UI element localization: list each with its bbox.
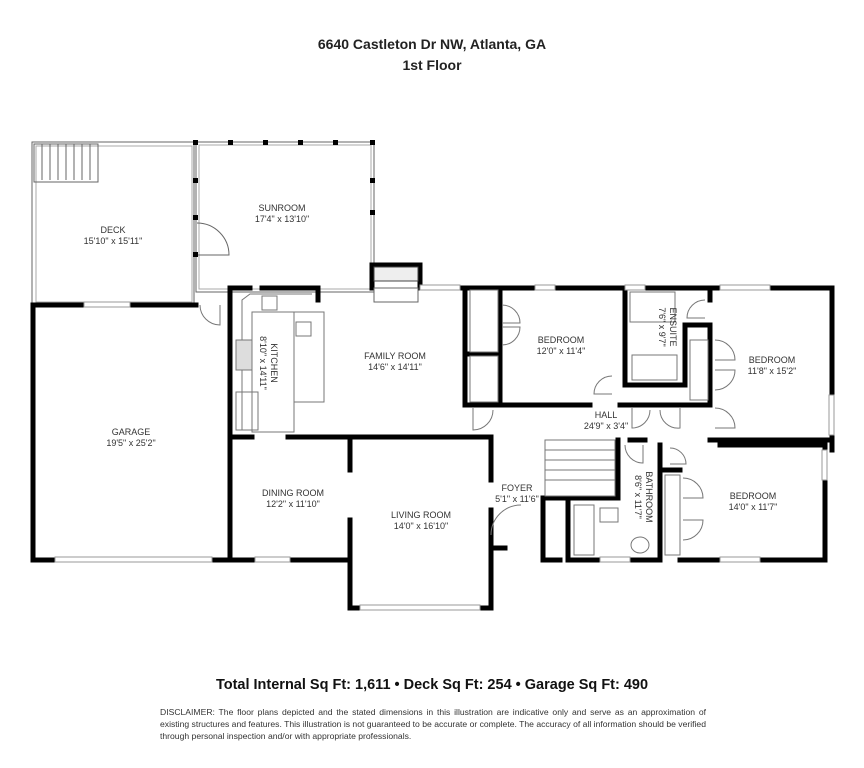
deck-stairs [33,143,99,183]
room-name: FOYER [501,483,533,493]
room-name: BATHROOM [644,471,654,523]
room-dims: 14'6" x 14'11" [368,362,422,372]
room-name: DECK [100,225,126,235]
room-name: BEDROOM [729,491,777,501]
kitchen-fixtures [235,293,325,433]
room-label-hall: HALL 24'9" x 3'4" [584,410,628,432]
room-name: FAMILY ROOM [364,351,426,361]
room-dims: 7'6" x 9'7" [657,307,667,347]
room-dims: 8'10" x 14'11" [258,336,268,390]
exterior-walls [30,262,835,611]
room-dims: 12'2" x 11'10" [266,499,320,509]
plan-title-floor: 1st Floor [402,57,462,73]
room-name: BEDROOM [748,355,796,365]
room-dims: 5'1" x 11'6" [495,494,539,504]
doors-and-closets [199,289,736,556]
room-label-sunroom: SUNROOM 17'4" x 13'10" [255,203,309,225]
room-dims: 24'9" x 3'4" [583,421,629,431]
room-dims: 12'0" x 11'4" [536,346,586,356]
room-label-bathroom: BATHROOM 8'6" x 11'7" [632,471,654,522]
deck-outline [31,141,195,305]
room-name: ENSUITE [668,307,678,347]
room-dims: 19'5" x 25'2" [106,438,156,448]
plan-title-address: 6640 Castleton Dr NW, Atlanta, GA [317,36,547,52]
room-label-bedroom-3: BEDROOM 14'0" x 11'7" [729,491,778,513]
square-footage-summary: Total Internal Sq Ft: 1,611 • Deck Sq Ft… [215,677,649,693]
room-label-family-room: FAMILY ROOM 14'6" x 14'11" [364,351,426,373]
disclaimer-text: DISCLAIMER: The floor plans depicted and… [160,707,706,741]
room-label-bedroom-2: BEDROOM 11'8" x 15'2" [748,355,797,377]
room-dims: 14'0" x 11'7" [728,502,778,512]
room-label-garage: GARAGE 19'5" x 25'2" [106,427,155,449]
room-label-living-room: LIVING ROOM 14'0" x 16'10" [391,510,451,532]
room-label-dining-room: DINING ROOM 12'2" x 11'10" [262,488,324,510]
room-dims: 11'8" x 15'2" [747,366,797,376]
room-name: BEDROOM [537,335,585,345]
room-label-kitchen: KITCHEN 8'10" x 14'11" [257,336,279,390]
room-name: SUNROOM [258,203,306,213]
windows [54,284,835,611]
room-dims: 17'4" x 13'10" [254,214,310,224]
room-dims: 15'10" x 15'11" [83,236,143,246]
sunroom-door [196,222,230,256]
room-dims: 8'6" x 11'7" [633,475,643,519]
room-name: LIVING ROOM [390,510,452,520]
room-label-bedroom-1: BEDROOM 12'0" x 11'4" [537,335,586,357]
room-name: DINING ROOM [262,488,324,498]
room-label-deck: DECK 15'10" x 15'11" [84,225,143,247]
room-dims: 14'0" x 16'10" [393,521,449,531]
fireplace [373,266,419,303]
room-name: HALL [594,410,618,420]
room-label-foyer: FOYER 5'1" x 11'6" [495,483,539,505]
room-name: KITCHEN [269,343,279,383]
room-name: GARAGE [111,427,151,437]
room-label-ensuite: ENSUITE 7'6" x 9'7" [656,307,678,346]
